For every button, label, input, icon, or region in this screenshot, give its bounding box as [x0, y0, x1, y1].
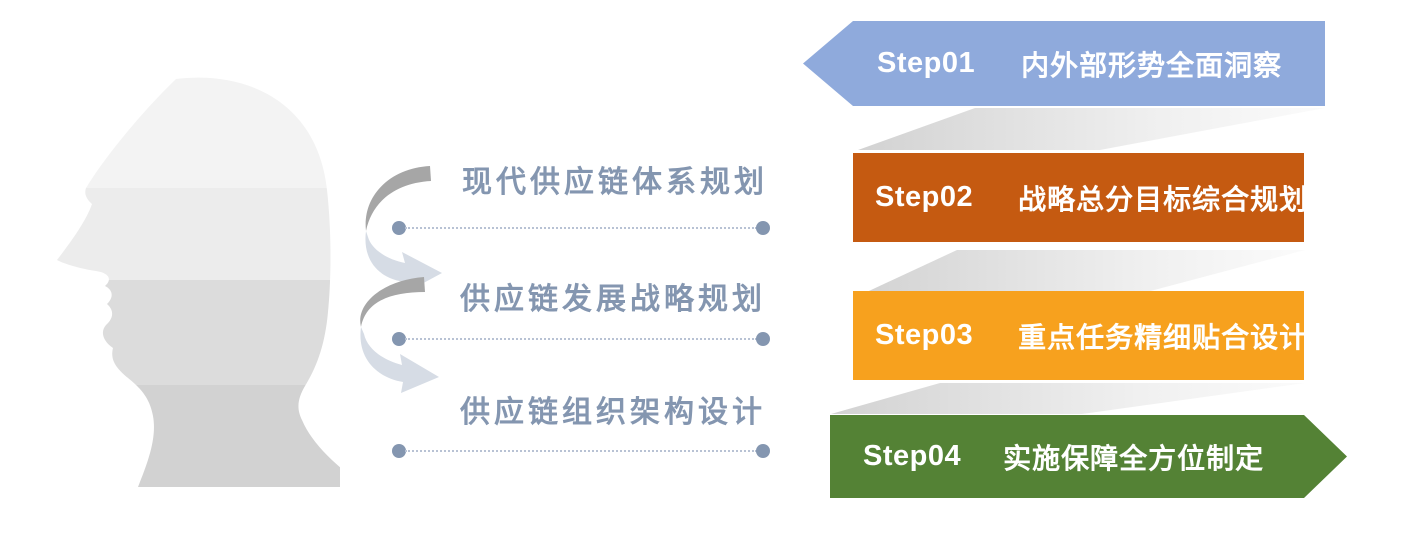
planning-label-2: 供应链发展战略规划	[460, 283, 766, 316]
head-band-3	[57, 280, 340, 385]
line-dot-right	[756, 221, 770, 235]
head-silhouette	[57, 77, 340, 487]
dotted-connector-1	[392, 221, 770, 235]
step-banner-1: Step01 内外部形势全面洞察	[803, 21, 1325, 106]
dotted-line	[405, 227, 757, 229]
line-dot-left	[392, 332, 406, 346]
line-dot-right	[756, 332, 770, 346]
line-dot-left	[392, 221, 406, 235]
dotted-connector-3	[392, 444, 770, 458]
swirl-arrow-2-dark	[360, 277, 425, 327]
fold-shadow-3	[831, 383, 1305, 414]
head-band-2	[57, 188, 340, 280]
fold-shadow-1	[858, 108, 1325, 150]
fold-shadow-2	[856, 250, 1305, 297]
step-title: 重点任务精细贴合设计	[1018, 321, 1309, 353]
head-band-1	[57, 77, 340, 188]
line-dot-left	[392, 444, 406, 458]
dotted-line	[405, 338, 757, 340]
planning-label-1: 现代供应链体系规划	[462, 166, 768, 199]
step-number: Step04	[863, 440, 962, 472]
step-title: 内外部形势全面洞察	[1021, 49, 1283, 81]
planning-label-3: 供应链组织架构设计	[460, 396, 766, 429]
head-band-4	[57, 385, 340, 487]
step-banner-2: Step02 战略总分目标综合规划	[853, 153, 1307, 242]
line-dot-right	[756, 444, 770, 458]
swirl-arrow-2-light	[360, 327, 439, 393]
step-title: 实施保障全方位制定	[1003, 442, 1265, 474]
swirl-arrow-1-dark	[365, 166, 431, 231]
dotted-connector-2	[392, 332, 770, 346]
step-banner-3: Step03 重点任务精细贴合设计	[853, 291, 1307, 380]
step-number: Step02	[875, 181, 974, 213]
step-number: Step03	[875, 319, 974, 351]
dotted-line	[405, 450, 757, 452]
step-title: 战略总分目标综合规划	[1018, 183, 1309, 215]
step-number: Step01	[877, 47, 976, 79]
step-banner-4: Step04 实施保障全方位制定	[830, 415, 1347, 498]
